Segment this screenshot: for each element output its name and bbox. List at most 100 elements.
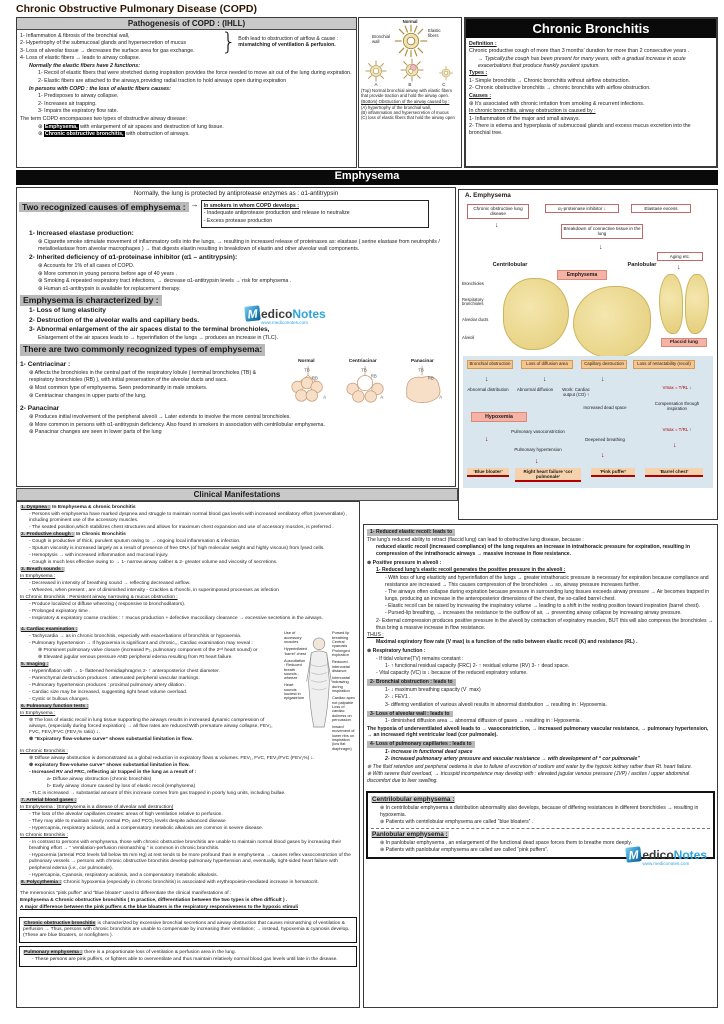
patient-labels-right: Pursed lip breathing Central cyanosis Pr…	[332, 628, 356, 753]
svg-text:A: A	[439, 394, 442, 399]
label-abnormal-diffusion: Abnormal diffusion	[516, 387, 554, 392]
arrow-right-icon: →	[190, 200, 199, 210]
text-line: ⊛ Emphysema, with enlargement of air spa…	[38, 123, 224, 130]
text-line: a- Diffuse airway obstruction (chronic b…	[47, 776, 152, 782]
label-centrilobular: Centrilobular	[492, 262, 528, 268]
text-line: → Typically,the cough has been present f…	[478, 55, 686, 69]
figure-label: Pursed lip breathing Central cyanosis Pr…	[332, 630, 350, 657]
airway-top-caption: (Top) Normal bronchial airway with elast…	[361, 88, 452, 99]
blue-bloaters-box: Chronic obstructive bronchitis is charac…	[19, 917, 357, 944]
text-line: Definition :	[469, 40, 497, 47]
text-line: ⊛ Most common type of emphysema. Seen pr…	[29, 385, 208, 391]
text-line: Pulmonary emphysema : there is a proport…	[23, 949, 236, 955]
lung-illustration	[659, 274, 683, 334]
text-line: - Hyperinflation with → 1- flattened hem…	[29, 668, 220, 674]
label-respiratory-bronchioles: Respiratory bronchioles	[462, 297, 484, 307]
flow-loss-retractability: Loss of retractability (recoil)	[633, 360, 695, 369]
text-line: - Inspiratory & expiratory coarse crackl…	[29, 615, 323, 621]
text-line: - Pulmonary hypertension → If hypoxemia …	[29, 641, 253, 646]
text-line: - The loss of the alveolar capillaries c…	[29, 811, 223, 817]
text-line: - They may able to maintain nearly norma…	[29, 818, 226, 824]
figure-label: Auscultation : Reduced breath sounds - w…	[284, 657, 306, 681]
letter-a: A	[374, 82, 378, 88]
text-line: - The seated position,which stabilizes c…	[29, 524, 334, 530]
brace-note-line2: mismatching of ventilation & perfusion.	[238, 42, 336, 48]
svg-text:RB: RB	[371, 373, 377, 378]
text-line: - TLC is increased → substantial amount …	[29, 790, 286, 796]
chronic-bronchitis-body: Definition :Chronic productive cough of …	[466, 38, 716, 140]
text-line: - In contrast to persons with emphysema,…	[29, 839, 342, 851]
text-line: - Elastic recoil can be raised by increa…	[385, 603, 701, 610]
text-line: Normally the elastic fibers have 2 funct…	[29, 62, 140, 69]
figure-label: Intercostal indrawing during inspiration	[332, 675, 350, 694]
text-line: 1- ↑ functional residual capacity (FRC) …	[385, 663, 570, 670]
text-line: 1- Simple bronchitis → Chronic bronchiti…	[469, 77, 631, 84]
label-alveoli: Alveoli	[462, 335, 475, 340]
emphysema-intro: Normally, the lung is protected by antip…	[133, 190, 339, 197]
lobule-label-centriacinar: Centriacinar	[348, 358, 377, 364]
text-line: In Chronic Bronchitis : Persistent airwa…	[20, 594, 178, 600]
text-line: 2- Inherited deficiency of α1-proteinase…	[29, 253, 238, 261]
text-line: - Cystic or bullous changes.	[29, 696, 90, 702]
label-flaccid-lung: Flaccid lung	[661, 338, 707, 347]
text-line: There are two commonly recognized types …	[20, 344, 266, 356]
logo-url: www.mediconotes.com	[642, 861, 690, 866]
text-line: - These persons are pink puffers, or fig…	[32, 956, 338, 962]
text-line: ⊛ Produces initial involvement of the pe…	[29, 414, 291, 421]
logo-url: www.mediconotes.com	[261, 320, 308, 325]
brace-glyph: }	[221, 28, 237, 56]
label-emphysema: Emphysema	[557, 270, 607, 280]
text-line: 2- Increases air trapping.	[38, 100, 97, 107]
clinical-manifestations-header: Clinical Manifestations	[16, 488, 458, 501]
text-line: - Sputum viscosity is increased largely …	[29, 545, 325, 551]
text-line: - The airways often collapse during expi…	[385, 588, 710, 602]
text-line: ⊛ It’s associated with chronic irritatio…	[469, 100, 645, 107]
text-line: In chronic bronchitis, airway obstructio…	[469, 108, 596, 115]
text-line: ⊛ “Expiratory flow-volume curve” shows s…	[29, 737, 193, 743]
svg-text:RB: RB	[427, 375, 433, 380]
figure-box-elastase: Elastase excess	[631, 204, 691, 214]
label-work-cardiac-output: Work: Cardiac output (CO) ↑	[562, 387, 590, 397]
text-line: ⊛ Diffuse airway obstruction is demonstr…	[29, 755, 315, 761]
logo-text-notes: Notes	[673, 847, 707, 862]
brace-note-line1: Both lead to obstruction of airflow & ca…	[238, 36, 339, 42]
logo-m-icon: M	[625, 846, 643, 863]
text-line: In Emphysema :	[20, 573, 56, 579]
text-line: In Emphysema : (Emphysema is a disease o…	[20, 804, 174, 810]
text-line: ⊛ Centriacinar changes in upper parts of…	[29, 392, 147, 399]
letter-b: B	[408, 82, 412, 88]
text-line: 2- Elastic fibers are attached to the ai…	[38, 78, 287, 85]
airway-elastic-label: Elastic fibers	[428, 28, 441, 39]
emphysema-centriacinar: 1- Centriacinar :⊛ Affects the bronchiol…	[17, 359, 455, 403]
airway-wall-label: Bronchial wall	[372, 34, 390, 45]
patient-labels-left: Use of accessory muscles Hyperinflated ‘…	[284, 628, 307, 753]
text-line: ⊛ In panlobular emphysema , an enlargeme…	[380, 839, 632, 846]
text-line: - Increased RV and FRC, reflecting air t…	[29, 769, 197, 775]
clinical-column: 1. Dyspnea : In Emphysema & chronic bron…	[16, 501, 360, 1008]
airway-normal-icon	[394, 25, 428, 58]
text-line: - Tachycardia → as in chronic bronchitis…	[29, 634, 242, 640]
pathogenesis-panel: Pathogenesis of COPD : (IHLL) 1- Inflamm…	[16, 17, 357, 168]
text-line: ⊛ Accounts for 1% of all cases of COPD.	[38, 263, 135, 270]
text-line: ⊛ Patients with centrilobular emphysema …	[380, 818, 534, 825]
airway-c-icon	[438, 66, 453, 80]
chronic-bronchitis-title: Chronic Bronchitis	[466, 19, 716, 38]
text-line: ⊛ Smoking & repeated respiratory tract i…	[38, 278, 292, 285]
text-line: Chronic obstructive bronchitis is charac…	[23, 920, 350, 939]
patient-figure: Use of accessory muscles Hyperinflated ‘…	[284, 628, 358, 753]
text-line: - Produce localized or diffuse wheezing …	[29, 601, 186, 607]
text-line: Maximal expiratory flow rate (V max) is …	[376, 639, 638, 646]
text-line: 1- Inflammation of the major and small a…	[469, 115, 580, 122]
panlobular-heading: Panlobular emphysema :	[371, 830, 449, 838]
centriacinar-lines: 1- Centriacinar :⊛ Affects the bronchiol…	[20, 361, 277, 399]
text-line: 4. Cardiac examination :	[20, 627, 79, 633]
figure-box-copd: Chronic obstructive lung disease	[467, 204, 529, 219]
bottom-caption-line: (B) inflammation and hypersecretion of m…	[361, 109, 449, 115]
figure-label: Hyperinflated ‘barrel’ chest	[284, 646, 307, 656]
text-line: 2. Productive chough : In Chronic Bronch…	[20, 531, 126, 537]
text-line: - Pulmonary hypertension produces : prox…	[29, 682, 187, 688]
label-bronchioles: Bronchioles	[462, 281, 484, 286]
figure-a-panel: A. Emphysema Chronic obstructive lung di…	[458, 189, 718, 520]
